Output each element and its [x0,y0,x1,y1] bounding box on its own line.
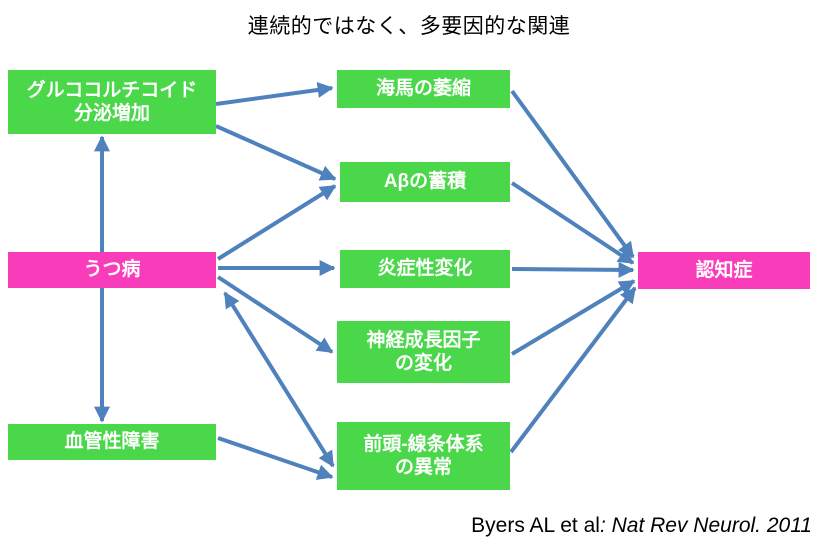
arrow-depression-to-abeta [216,184,337,261]
arrow-inflammation-to-dementia [511,261,635,278]
node-glucocorticoid: グルココルチコイド 分泌増加 [8,70,216,134]
citation-journal: : Nat Rev Neurol. 2011 [599,514,812,537]
node-ngf: 神経成長因子 の変化 [337,321,510,383]
page-title: 連続的ではなく、多要因的な関連 [247,15,571,38]
arrow-abeta-to-dementia [510,181,635,265]
arrow-hippocampus-to-dementia [510,89,635,259]
node-hippocampus: 海馬の萎縮 [337,70,510,108]
node-abeta: Aβの蓄積 [340,162,510,202]
node-dementia: 認知症 [638,252,810,289]
citation-authors: Byers AL et al [471,514,600,537]
node-frontostriatal: 前頭-線条体系 の異常 [337,422,510,490]
arrow-depression-frontostriatal-bidirectional [223,291,335,468]
arrow-glucocorticoid-to-abeta [215,124,337,181]
arrow-frontostriatal-to-dementia [509,286,637,454]
node-vascular: 血管性障害 [8,424,216,460]
arrow-glucocorticoid-to-hippocampus [215,82,334,106]
arrow-vascular-to-frontostriatal [217,436,334,480]
arrow-ngf-to-dementia [510,279,636,356]
citation: Byers AL et al: Nat Rev Neurol. 2011 [471,514,812,538]
arrow-depression-to-ngf [216,275,334,354]
node-inflammation: 炎症性変化 [340,250,510,288]
node-depression: うつ病 [8,252,216,288]
